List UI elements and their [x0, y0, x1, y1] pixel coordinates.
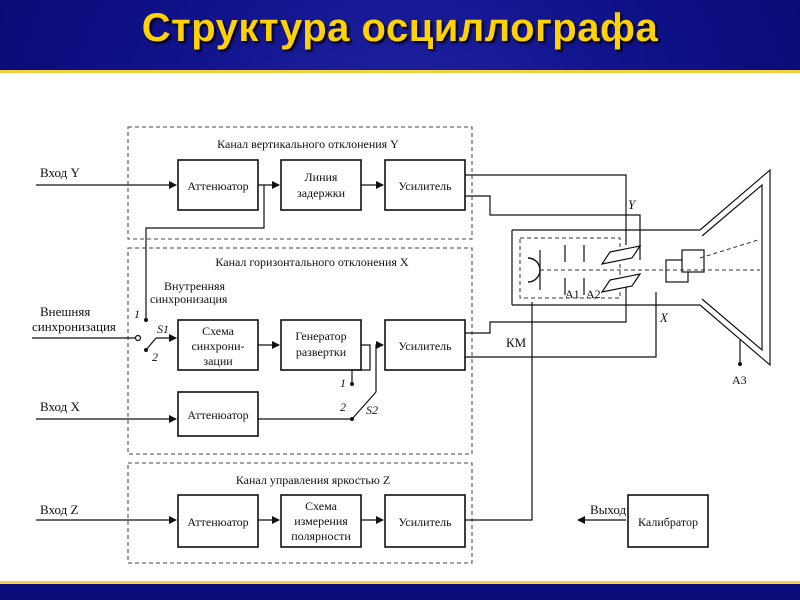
polarity-measurement-block: Схема измерения полярности [280, 494, 362, 548]
a1-label: A1 [565, 287, 580, 301]
slide-title: Структура осциллографа [141, 6, 659, 50]
z-amplifier-block: Усилитель [384, 494, 466, 548]
s1-pos2-label: 2 [152, 350, 158, 364]
sweep-generator-block: Генератор развертки [280, 319, 362, 371]
svg-text:Усилитель: Усилитель [398, 515, 452, 529]
svg-text:Усилитель: Усилитель [398, 179, 452, 193]
s1-label: S1 [157, 322, 169, 336]
y-attenuator-block: Аттенюатор [177, 159, 259, 211]
x-channel-label: Канал горизонтального отклонения X [215, 255, 408, 269]
x-plates-label: X [659, 310, 669, 325]
input-x-label: Вход X [40, 399, 80, 414]
svg-text:синхрони-: синхрони- [191, 339, 244, 353]
svg-text:Аттенюатор: Аттенюатор [187, 515, 248, 529]
y-channel-label: Канал вертикального отклонения Y [217, 137, 399, 151]
a2-label: A2 [586, 287, 601, 301]
svg-text:Схема: Схема [305, 499, 338, 513]
s2-pos2-label: 2 [340, 400, 346, 414]
svg-text:Усилитель: Усилитель [398, 339, 452, 353]
s2-pos1-label: 1 [340, 376, 346, 390]
input-z-label: Вход Z [40, 502, 78, 517]
s2-label: S2 [366, 403, 378, 417]
output-label: Выход [590, 502, 627, 517]
x-channel-frame [127, 247, 473, 455]
ext-sync-label-1: Внешняя [40, 304, 90, 319]
input-y-label: Вход Y [40, 165, 80, 180]
svg-text:Калибратор: Калибратор [638, 515, 698, 529]
int-sync-label-2: синхронизация [150, 292, 228, 306]
ext-sync-label-2: синхронизация [32, 319, 116, 334]
int-sync-label-1: Внутренняя [164, 279, 226, 293]
x-attenuator-block: Аттенюатор [177, 391, 259, 437]
delay-line-block: Линия задержки [280, 159, 362, 211]
y-channel-frame [127, 126, 473, 240]
svg-text:измерения: измерения [294, 514, 348, 528]
bottom-bar [0, 584, 800, 600]
svg-text:Линия: Линия [305, 170, 338, 184]
a3-label: A3 [732, 373, 747, 387]
z-attenuator-block: Аттенюатор [177, 494, 259, 548]
z-channel-label: Канал управления яркостью Z [236, 473, 390, 487]
calibrator-block: Калибратор [627, 494, 709, 548]
signal-wires [32, 174, 657, 524]
s1-pos1-label: 1 [134, 307, 140, 321]
svg-text:Генератор: Генератор [295, 329, 346, 343]
svg-text:Аттенюатор: Аттенюатор [187, 179, 248, 193]
svg-text:задержки: задержки [297, 186, 346, 200]
svg-text:полярности: полярности [291, 529, 351, 543]
y-amplifier-block: Усилитель [384, 159, 466, 211]
svg-text:зации: зации [203, 354, 233, 368]
z-channel-frame [127, 462, 473, 564]
svg-text:развертки: развертки [296, 345, 347, 359]
y-plates-label: Y [628, 197, 637, 212]
x-amplifier-block: Усилитель [384, 319, 466, 371]
sync-circuit-block: Схема синхрони- зации [177, 319, 259, 371]
km-label: КМ [506, 335, 527, 350]
svg-text:Аттенюатор: Аттенюатор [187, 408, 248, 422]
svg-text:Схема: Схема [202, 324, 235, 338]
crt-tube [511, 168, 771, 367]
